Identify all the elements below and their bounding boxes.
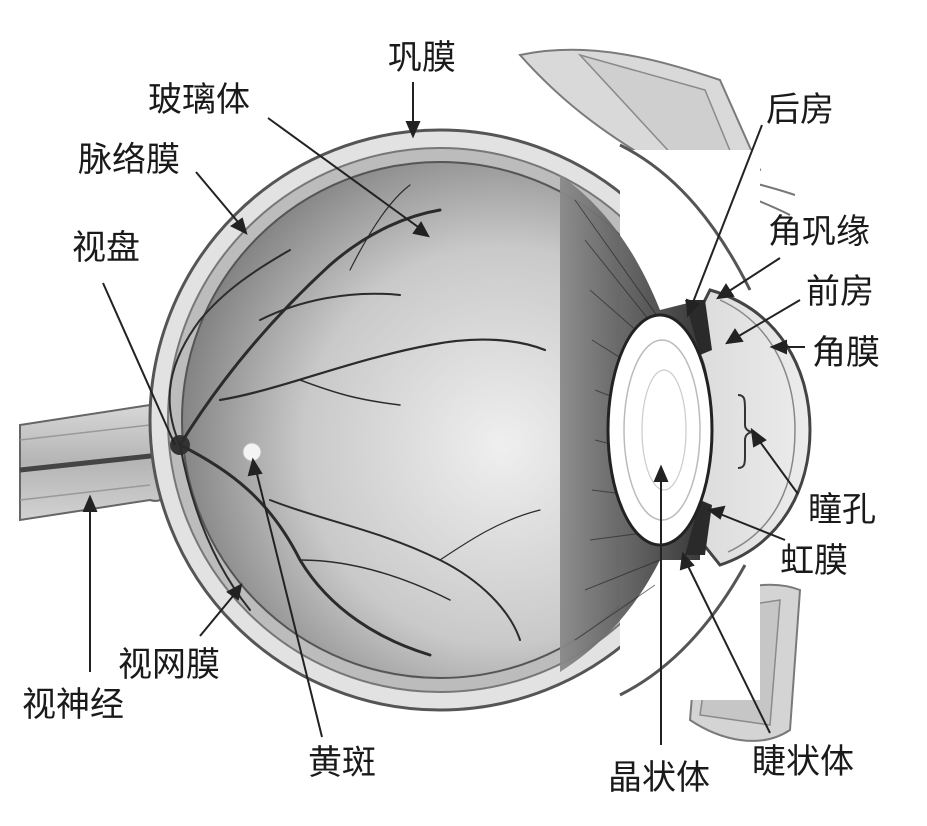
label-optic-nerve: 视神经 bbox=[22, 685, 124, 725]
label-anterior-chamber: 前房 bbox=[806, 272, 874, 312]
leader-lines bbox=[82, 82, 805, 745]
label-posterior-chamber: 后房 bbox=[766, 90, 834, 130]
label-sclera: 巩膜 bbox=[388, 38, 456, 78]
label-macula: 黄斑 bbox=[308, 743, 376, 783]
macula-mark bbox=[242, 442, 262, 462]
iris-shape bbox=[685, 300, 712, 355]
label-choroid: 脉络膜 bbox=[78, 140, 180, 180]
label-pupil: 瞳孔 bbox=[808, 490, 876, 530]
retinal-vessels bbox=[168, 184, 547, 657]
label-retina: 视网膜 bbox=[118, 645, 220, 685]
label-lens: 晶状体 bbox=[608, 758, 710, 798]
cornea bbox=[698, 288, 812, 567]
label-ciliary-body: 睫状体 bbox=[752, 742, 854, 782]
label-iris: 虹膜 bbox=[780, 541, 848, 581]
label-cornea: 角膜 bbox=[812, 333, 880, 373]
label-vitreous: 玻璃体 bbox=[148, 80, 250, 120]
label-optic-disc: 视盘 bbox=[72, 228, 140, 268]
label-limbus: 角巩缘 bbox=[768, 212, 870, 252]
